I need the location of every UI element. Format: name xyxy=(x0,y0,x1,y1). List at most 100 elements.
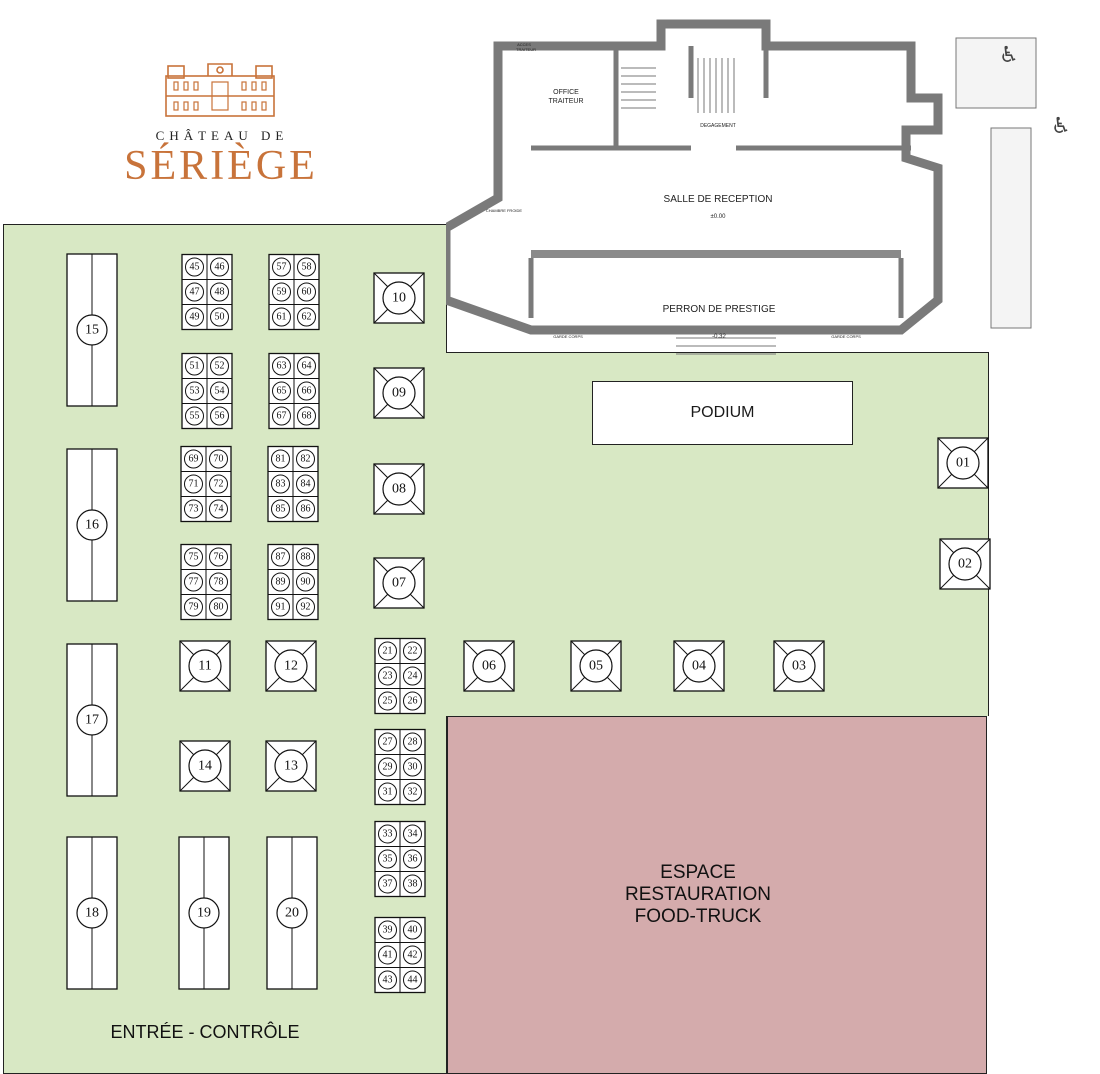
stand-92[interactable]: 92 xyxy=(292,594,319,620)
stand-70[interactable]: 70 xyxy=(205,446,232,472)
stand-29[interactable]: 29 xyxy=(374,754,401,780)
stand-40[interactable]: 40 xyxy=(399,917,426,943)
stand-number: 80 xyxy=(214,602,224,613)
stand-03[interactable]: 03 xyxy=(773,640,825,692)
stand-number: 28 xyxy=(408,737,418,748)
stand-78[interactable]: 78 xyxy=(205,569,232,595)
stand-80[interactable]: 80 xyxy=(205,594,232,620)
stand-68[interactable]: 68 xyxy=(293,403,320,429)
stand-38[interactable]: 38 xyxy=(399,871,426,897)
stand-24[interactable]: 24 xyxy=(399,663,426,689)
stand-79[interactable]: 79 xyxy=(180,594,207,620)
stand-07[interactable]: 07 xyxy=(373,557,425,609)
stand-number: 51 xyxy=(190,361,200,372)
stand-72[interactable]: 72 xyxy=(205,471,232,497)
stand-54[interactable]: 54 xyxy=(206,378,233,404)
stand-66[interactable]: 66 xyxy=(293,378,320,404)
stand-number: 16 xyxy=(85,518,99,533)
stand-74[interactable]: 74 xyxy=(205,496,232,522)
stand-55[interactable]: 55 xyxy=(181,403,208,429)
stand-13[interactable]: 13 xyxy=(265,740,317,792)
stand-44[interactable]: 44 xyxy=(399,967,426,993)
stand-48[interactable]: 48 xyxy=(206,279,233,305)
perron-label: PERRON DE PRESTIGE xyxy=(663,304,776,315)
stand-number: 20 xyxy=(285,906,299,921)
stand-number: 29 xyxy=(383,762,393,773)
stand-14[interactable]: 14 xyxy=(179,740,231,792)
stand-56[interactable]: 56 xyxy=(206,403,233,429)
stand-number: 01 xyxy=(956,456,970,471)
stand-02[interactable]: 02 xyxy=(939,538,991,590)
stand-19[interactable]: 19 xyxy=(178,836,230,990)
stand-11[interactable]: 11 xyxy=(179,640,231,692)
stand-42[interactable]: 42 xyxy=(399,942,426,968)
stand-number: 26 xyxy=(408,696,418,707)
podium[interactable]: PODIUM xyxy=(592,381,853,445)
food-truck-area[interactable] xyxy=(447,716,987,1074)
stand-number: 70 xyxy=(214,454,224,465)
stand-number: 71 xyxy=(189,479,199,490)
stand-05[interactable]: 05 xyxy=(570,640,622,692)
stand-01[interactable]: 01 xyxy=(937,437,989,489)
stand-86[interactable]: 86 xyxy=(292,496,319,522)
stand-18[interactable]: 18 xyxy=(66,836,118,990)
stand-84[interactable]: 84 xyxy=(292,471,319,497)
stand-number: 66 xyxy=(302,386,312,397)
stand-number: 36 xyxy=(408,854,418,865)
stand-88[interactable]: 88 xyxy=(292,544,319,570)
stand-number: 15 xyxy=(85,323,99,338)
stand-58[interactable]: 58 xyxy=(293,254,320,280)
stand-number: 13 xyxy=(284,759,298,774)
stand-62[interactable]: 62 xyxy=(293,304,320,330)
stand-23[interactable]: 23 xyxy=(374,663,401,689)
stand-number: 89 xyxy=(276,577,286,588)
stand-12[interactable]: 12 xyxy=(265,640,317,692)
stand-number: 64 xyxy=(302,361,312,372)
stand-27[interactable]: 27 xyxy=(374,729,401,755)
stand-28[interactable]: 28 xyxy=(399,729,426,755)
stand-50[interactable]: 50 xyxy=(206,304,233,330)
stand-number: 33 xyxy=(383,829,393,840)
stand-43[interactable]: 43 xyxy=(374,967,401,993)
stand-82[interactable]: 82 xyxy=(292,446,319,472)
stand-65[interactable]: 65 xyxy=(268,378,295,404)
stand-17[interactable]: 17 xyxy=(66,643,118,797)
stand-36[interactable]: 36 xyxy=(399,846,426,872)
stand-number: 14 xyxy=(198,759,212,774)
stand-16[interactable]: 16 xyxy=(66,448,118,602)
stand-31[interactable]: 31 xyxy=(374,779,401,805)
stand-number: 08 xyxy=(392,482,406,497)
stand-number: 81 xyxy=(276,454,286,465)
stand-09[interactable]: 09 xyxy=(373,367,425,419)
stand-number: 38 xyxy=(408,879,418,890)
stand-06[interactable]: 06 xyxy=(463,640,515,692)
stand-04[interactable]: 04 xyxy=(673,640,725,692)
stand-08[interactable]: 08 xyxy=(373,463,425,515)
stand-32[interactable]: 32 xyxy=(399,779,426,805)
stand-10[interactable]: 10 xyxy=(373,272,425,324)
stand-number: 42 xyxy=(408,950,418,961)
stand-15[interactable]: 15 xyxy=(66,253,118,407)
stand-87[interactable]: 87 xyxy=(267,544,294,570)
stand-number: 84 xyxy=(301,479,311,490)
stand-46[interactable]: 46 xyxy=(206,254,233,280)
stand-52[interactable]: 52 xyxy=(206,353,233,379)
stand-number: 06 xyxy=(482,659,496,674)
stand-number: 67 xyxy=(277,411,287,422)
stand-number: 91 xyxy=(276,602,286,613)
stand-number: 52 xyxy=(215,361,225,372)
stand-91[interactable]: 91 xyxy=(267,594,294,620)
stand-20[interactable]: 20 xyxy=(266,836,318,990)
stand-22[interactable]: 22 xyxy=(399,638,426,664)
svg-text:♿: ♿ xyxy=(1051,114,1071,139)
stand-26[interactable]: 26 xyxy=(399,688,426,714)
stand-number: 74 xyxy=(214,504,224,515)
stand-number: 04 xyxy=(692,659,706,674)
food-label-line-2: RESTAURATION xyxy=(624,884,772,905)
stand-number: 48 xyxy=(215,287,225,298)
